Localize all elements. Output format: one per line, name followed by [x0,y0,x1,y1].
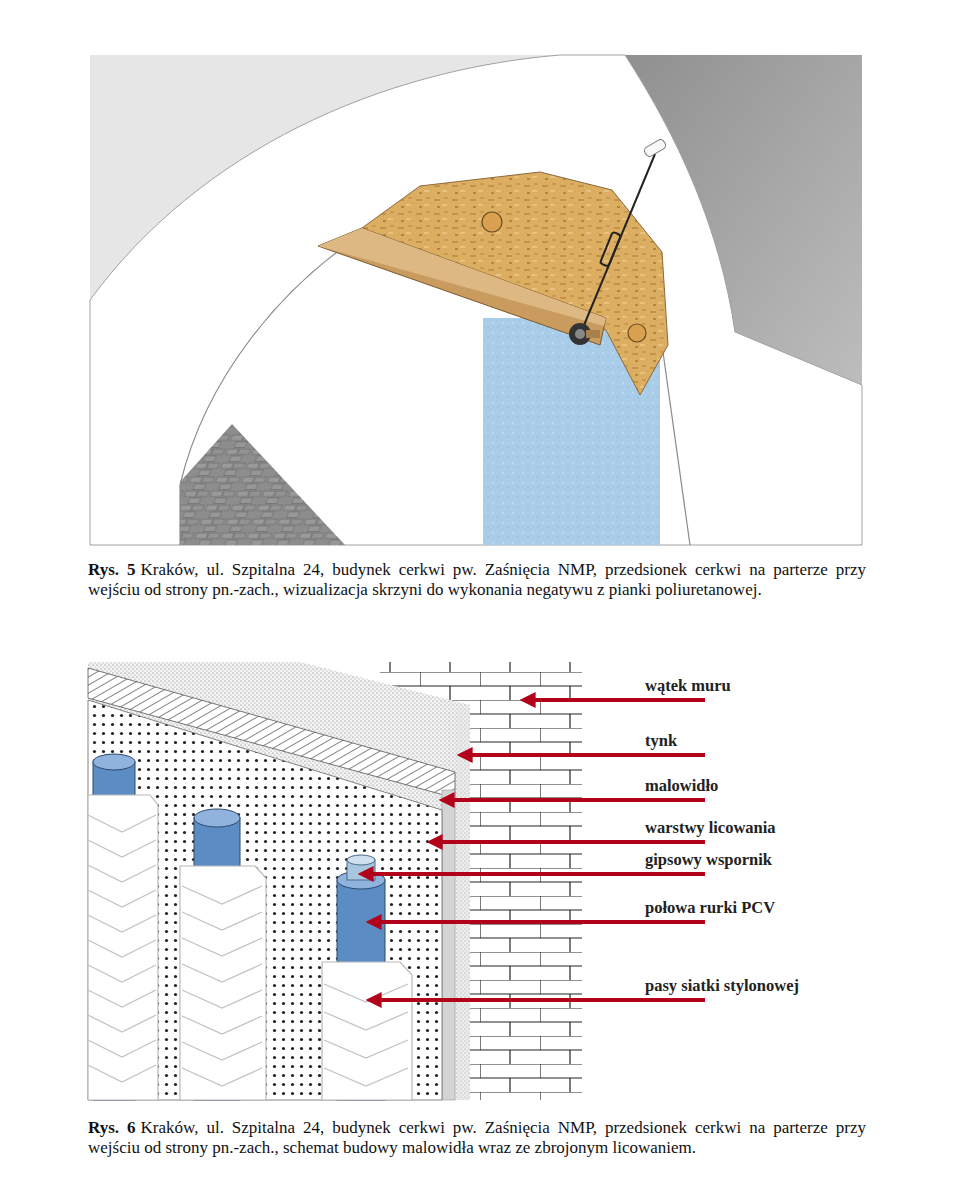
wooden-plank [318,228,606,345]
cable-roller-hub [575,329,585,339]
illustration-part [322,962,412,1100]
figure-5-visualisation [90,55,862,545]
illustration-part [182,886,262,1086]
caption-text: Kraków, ul. Szpitalna 24, budynek cerkwi… [88,560,866,599]
bolt-hole [628,324,646,342]
painting-edge [442,790,455,1100]
illustration-part [194,809,240,827]
figure-6-cross-section [88,662,582,1100]
part-label: tynk [645,732,677,750]
plaster-layer [88,662,470,1100]
illustration-part [88,795,158,1100]
part-label: gipsowy wspornik [645,851,772,869]
osb-box [362,172,668,395]
illustration-part [347,855,375,865]
turnbuckle [600,232,621,267]
wall-anchor [643,138,667,158]
part-label: połowa rurki PCV [645,899,775,917]
plaster-edge-texture [455,708,470,1100]
part-label: malowidło [645,777,718,795]
part-label: warstwy licowania [645,819,776,837]
caption-text: Kraków, ul. Szpitalna 24, budynek cerkwi… [88,1118,866,1157]
leader-arrow [380,920,705,924]
leader-arrow [372,872,705,876]
plank-top [318,228,606,326]
figure-number: Rys. 6 [88,1118,135,1137]
leader-arrow [453,798,705,802]
bolt-hole [482,212,502,232]
arch-wall [90,55,862,545]
leader-arrow [471,753,705,757]
pvc-half-tube-column [322,855,412,1100]
scene-ground [90,55,862,545]
leader-arrow [534,698,705,702]
leader-arrows [372,700,705,1000]
plaster-edge [455,708,470,1100]
figure-caption: Rys. 5Kraków, ul. Szpitalna 24, budynek … [88,560,866,600]
tension-cable [582,154,655,330]
arch-edge [662,345,690,545]
leader-arrow [441,840,705,844]
pvc-half-tube-column [180,809,266,1100]
part-label: pasy siatki stylonowej [645,977,799,995]
part-label: wątek muru [645,677,731,695]
pvc-half-tube-column [88,754,158,1100]
illustration-part [180,866,266,1100]
figure-number: Rys. 5 [88,560,135,579]
illustration-part [93,754,135,770]
roller-axle [586,330,600,338]
figure-caption: Rys. 6Kraków, ul. Szpitalna 24, budynek … [88,1118,866,1158]
illustration-part [88,815,156,1082]
arch-edge [180,228,372,545]
floor-paving [180,424,345,545]
facing-layers [88,700,442,1100]
leader-arrow [380,998,705,1002]
